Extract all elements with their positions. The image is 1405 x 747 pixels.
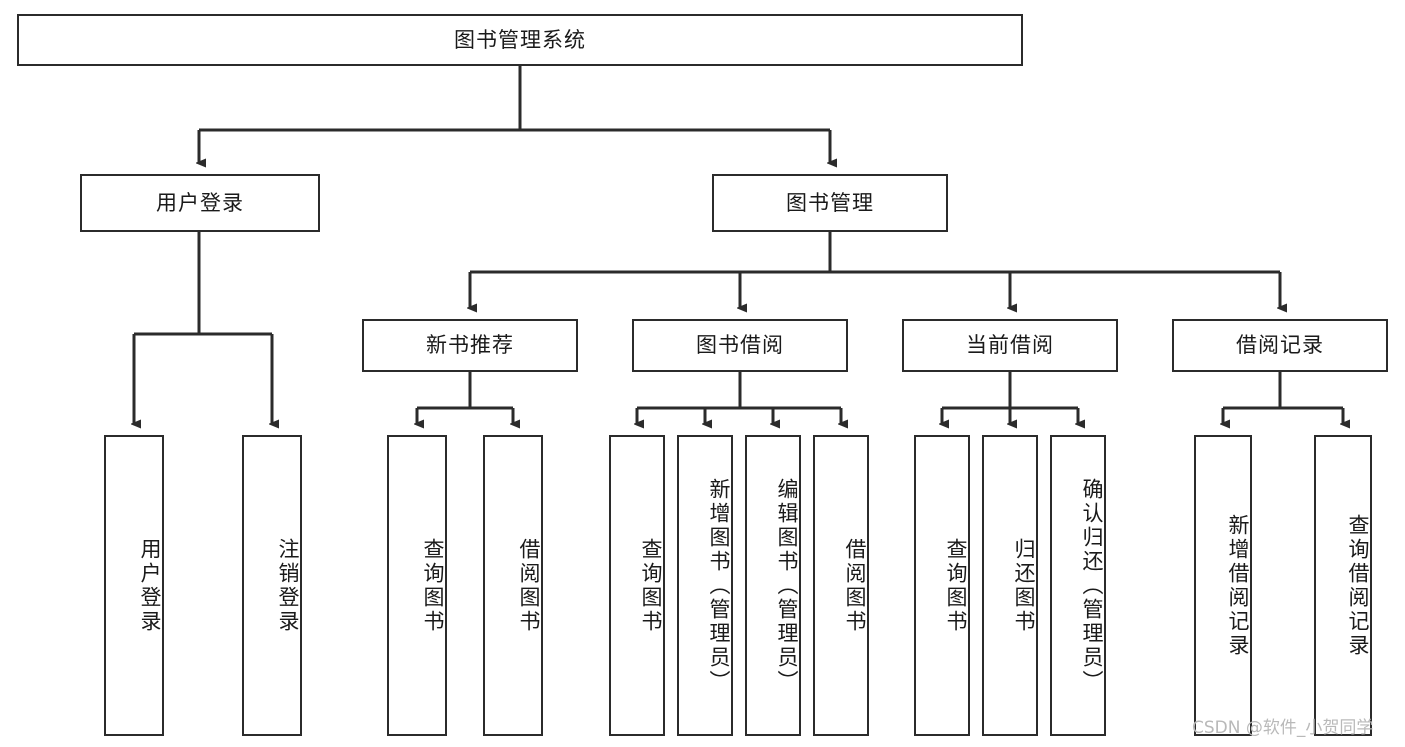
watermark-text: CSDN @软件_小贺同学 [1192, 718, 1374, 738]
node-leaf-query-book-borrow[interactable]: 查询图书 [609, 435, 665, 736]
node-leaf-query-borrow-record[interactable]: 查询借阅记录 [1314, 435, 1372, 736]
node-leaf-return-book-label: 归还图书 [1012, 537, 1036, 634]
node-leaf-borrow-book-recommend[interactable]: 借阅图书 [483, 435, 543, 736]
connector-group-new-book-recommend [417, 372, 513, 424]
node-borrow-record-label: 借阅记录 [1236, 333, 1324, 358]
node-new-book-recommend-label: 新书推荐 [426, 333, 514, 358]
node-new-book-recommend[interactable]: 新书推荐 [362, 319, 578, 372]
node-current-borrow[interactable]: 当前借阅 [902, 319, 1118, 372]
connector-group-root [199, 66, 830, 163]
node-book-borrow-label: 图书借阅 [696, 333, 784, 358]
node-root-label: 图书管理系统 [454, 27, 586, 52]
node-borrow-record[interactable]: 借阅记录 [1172, 319, 1388, 372]
node-leaf-user-login[interactable]: 用户登录 [104, 435, 164, 736]
node-leaf-add-borrow-record-label: 新增借阅记录 [1226, 513, 1250, 658]
node-leaf-query-book-current[interactable]: 查询图书 [914, 435, 970, 736]
node-leaf-add-book-admin[interactable]: 新增图书（管理员） [677, 435, 733, 736]
connector-group-book-borrow [637, 372, 841, 424]
connector-group-user-login [134, 232, 272, 424]
node-leaf-return-book[interactable]: 归还图书 [982, 435, 1038, 736]
connector-group-book-manage [470, 232, 1280, 308]
node-leaf-confirm-return-admin[interactable]: 确认归还（管理员） [1050, 435, 1106, 736]
node-leaf-logout-label: 注销登录 [276, 537, 300, 634]
node-leaf-query-book-recommend[interactable]: 查询图书 [387, 435, 447, 736]
node-leaf-borrow-book-recommend-label: 借阅图书 [517, 537, 541, 634]
node-book-manage-label: 图书管理 [786, 190, 874, 215]
node-leaf-confirm-return-admin-label: 确认归还（管理员） [1080, 477, 1104, 694]
node-leaf-query-book-borrow-label: 查询图书 [639, 537, 663, 634]
node-leaf-add-book-admin-label: 新增图书（管理员） [707, 477, 731, 694]
node-root[interactable]: 图书管理系统 [17, 14, 1023, 66]
node-leaf-add-borrow-record[interactable]: 新增借阅记录 [1194, 435, 1252, 736]
node-leaf-logout[interactable]: 注销登录 [242, 435, 302, 736]
node-book-manage[interactable]: 图书管理 [712, 174, 948, 232]
node-leaf-query-book-recommend-label: 查询图书 [421, 537, 445, 634]
node-leaf-query-book-current-label: 查询图书 [944, 537, 968, 634]
connector-group-borrow-record [1223, 372, 1343, 424]
node-user-login[interactable]: 用户登录 [80, 174, 320, 232]
node-leaf-edit-book-admin[interactable]: 编辑图书（管理员） [745, 435, 801, 736]
node-leaf-borrow-book-label: 借阅图书 [843, 537, 867, 634]
node-leaf-user-login-label: 用户登录 [138, 537, 162, 634]
node-book-borrow[interactable]: 图书借阅 [632, 319, 848, 372]
node-leaf-query-borrow-record-label: 查询借阅记录 [1346, 513, 1370, 658]
node-current-borrow-label: 当前借阅 [966, 333, 1054, 358]
node-leaf-edit-book-admin-label: 编辑图书（管理员） [775, 477, 799, 694]
node-leaf-borrow-book[interactable]: 借阅图书 [813, 435, 869, 736]
connector-group-current-borrow [942, 372, 1078, 424]
node-user-login-label: 用户登录 [156, 190, 244, 215]
